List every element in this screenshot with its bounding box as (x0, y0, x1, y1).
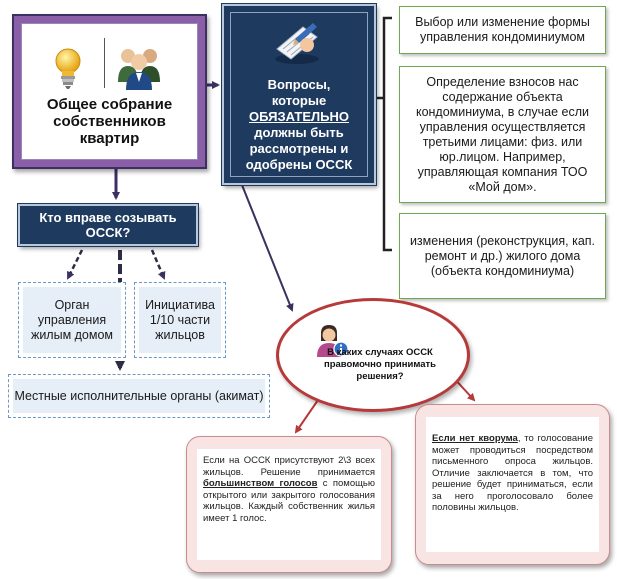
decision-conditions-node: В каких случаях ОССК правомочно принимат… (276, 298, 470, 412)
fees-definition-box: Определение взносов нас содержание объек… (399, 66, 606, 203)
questions-line-3: должны быть рассмотрены и одобрены ОССК (245, 125, 353, 172)
no-quorum-case-emphasis: Если нет кворума (432, 433, 518, 444)
initiative-text: Инициатива 1/10 части жильцов (145, 297, 215, 342)
who-may-convene-title: Кто вправе созывать ОССК? (39, 210, 177, 240)
general-meeting-node: Общее собрание собственников квартир (12, 14, 207, 169)
reconstruction-box: изменения (реконструкция, кап. ремонт и … (399, 213, 606, 299)
mandatory-questions-inner: Вопросы, которые ОБЯЗАТЕЛЬНО должны быть… (230, 12, 368, 177)
general-meeting-inner: Общее собрание собственников квартир (21, 23, 198, 160)
people-group-icon (118, 49, 160, 90)
arrow-circle-to-quorum (294, 399, 319, 434)
questions-emphasis: ОБЯЗАТЕЛЬНО (249, 109, 349, 124)
quorum-case-part2: с помощью открытого или закрытого голосо… (203, 478, 375, 524)
decision-conditions-text: В каких случаях ОССК правомочно принимат… (323, 347, 437, 382)
questions-line-2: которые (271, 93, 327, 108)
form-of-management-box: Выбор или изменение формы управления кон… (399, 6, 606, 54)
mandatory-questions-node: Вопросы, которые ОБЯЗАТЕЛЬНО должны быть… (222, 4, 376, 185)
no-quorum-case-box: Если нет кворума, то голосование может п… (415, 404, 610, 565)
questions-line-1: Вопросы, (267, 77, 331, 92)
local-authorities-text: Местные исполнительные органы (акимат) (14, 388, 264, 403)
document-pen-icon (275, 23, 319, 64)
lightbulb-icon (55, 48, 81, 89)
quorum-case-inner: Если на ОССК присутствуют 2\3 всех жильц… (197, 449, 381, 560)
arrow-who-to-init (150, 249, 166, 280)
local-authorities-box: Местные исполнительные органы (акимат) (8, 374, 270, 418)
fees-definition-text: Определение взносов нас содержание объек… (415, 74, 590, 194)
arrow-who-to-org (66, 249, 84, 280)
no-quorum-case-inner: Если нет кворума, то голосование может п… (426, 417, 599, 552)
quorum-case-box: Если на ОССК присутствуют 2\3 всех жильц… (186, 436, 392, 573)
quorum-case-part1: Если на ОССК присутствуют 2\3 всех жильц… (203, 455, 375, 478)
arrow-questions-to-circle (241, 184, 294, 312)
no-quorum-case-part2: , то голосование может проводиться посре… (432, 433, 593, 513)
management-body-box: Орган управления жилым домом (18, 282, 126, 358)
initiative-box: Инициатива 1/10 части жильцов (134, 282, 226, 358)
quorum-case-emphasis: большинством голосов (203, 478, 318, 489)
icon-divider (104, 38, 105, 88)
management-body-text: Орган управления жилым домом (30, 297, 114, 342)
bracket-connector (382, 16, 392, 252)
general-meeting-title: Общее собрание собственников квартир (46, 96, 173, 147)
form-of-management-text: Выбор или изменение формы управления кон… (415, 15, 590, 44)
who-may-convene-node: Кто вправе созывать ОССК? (18, 204, 198, 246)
reconstruction-text: изменения (реконструкция, кап. ремонт и … (409, 233, 596, 278)
person-info-icon (317, 325, 349, 357)
mandatory-questions-text: Вопросы, которые ОБЯЗАТЕЛЬНО должны быть… (233, 77, 365, 173)
